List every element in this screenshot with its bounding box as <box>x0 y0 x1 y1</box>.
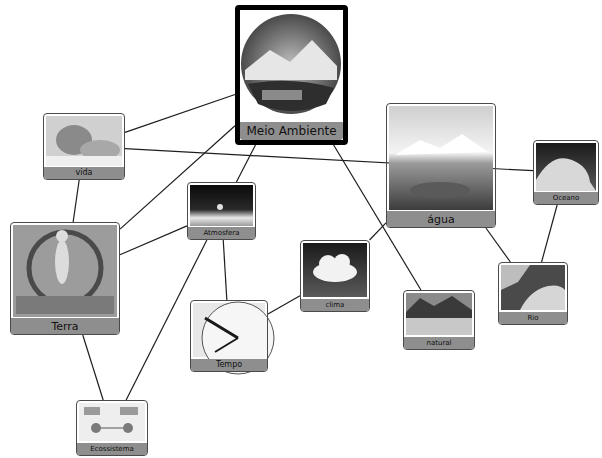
ecosystem-picture <box>79 403 145 441</box>
concept-node: Tempo <box>190 300 268 372</box>
concept-node: Terra <box>10 222 120 335</box>
lake-picture <box>406 293 472 335</box>
wave-picture <box>536 143 596 191</box>
label-strip: água <box>387 211 495 227</box>
node-label: Meio Ambiente <box>246 125 336 137</box>
label-strip: Ecossistema <box>77 443 147 455</box>
node-label: vida <box>76 169 93 177</box>
connector-line <box>223 240 227 300</box>
node-label: Tempo <box>216 361 242 369</box>
connector-line <box>73 180 79 222</box>
concept-node: Atmosfera <box>187 182 256 240</box>
node-label: Oceano <box>553 195 580 202</box>
label-strip: vida <box>44 167 124 179</box>
label-strip: Terra <box>11 318 119 334</box>
connector-line <box>120 226 187 255</box>
atmosphere-picture <box>190 185 253 226</box>
label-strip: Oceano <box>534 192 598 204</box>
concept-node: clima <box>300 240 370 312</box>
connector-line <box>236 145 255 182</box>
node-label: Rio <box>527 315 538 322</box>
label-strip: Atmosfera <box>188 227 255 239</box>
label-strip: Meio Ambiente <box>240 122 343 140</box>
concept-node: Ecossistema <box>76 400 148 456</box>
label-strip: natural <box>404 337 474 349</box>
node-label: Ecossistema <box>90 446 134 453</box>
concept-node: Rio <box>498 262 568 325</box>
connector-line <box>542 205 558 262</box>
connector-line <box>125 94 235 132</box>
central-concept: Meio Ambiente <box>235 5 348 145</box>
baby-picture <box>46 116 122 166</box>
environment-picture <box>240 10 343 122</box>
water-picture <box>389 106 493 210</box>
cloud-picture <box>303 243 367 297</box>
node-label: natural <box>426 340 451 347</box>
concept-node: natural <box>403 290 475 350</box>
node-label: água <box>427 214 454 225</box>
concept-node: água <box>386 103 496 228</box>
concept-node: vida <box>43 113 125 180</box>
connector-line <box>370 223 386 240</box>
label-strip: clima <box>301 299 369 311</box>
label-strip: Tempo <box>191 359 267 371</box>
concept-node: Oceano <box>533 140 599 205</box>
connector-line <box>486 228 510 262</box>
mosaic-picture <box>13 225 117 317</box>
label-strip: Rio <box>499 312 567 324</box>
river-picture <box>501 265 565 310</box>
node-label: clima <box>326 302 345 309</box>
node-label: Terra <box>51 321 78 332</box>
connector-line <box>268 296 300 314</box>
connector-line <box>83 335 103 400</box>
node-label: Atmosfera <box>203 230 239 237</box>
